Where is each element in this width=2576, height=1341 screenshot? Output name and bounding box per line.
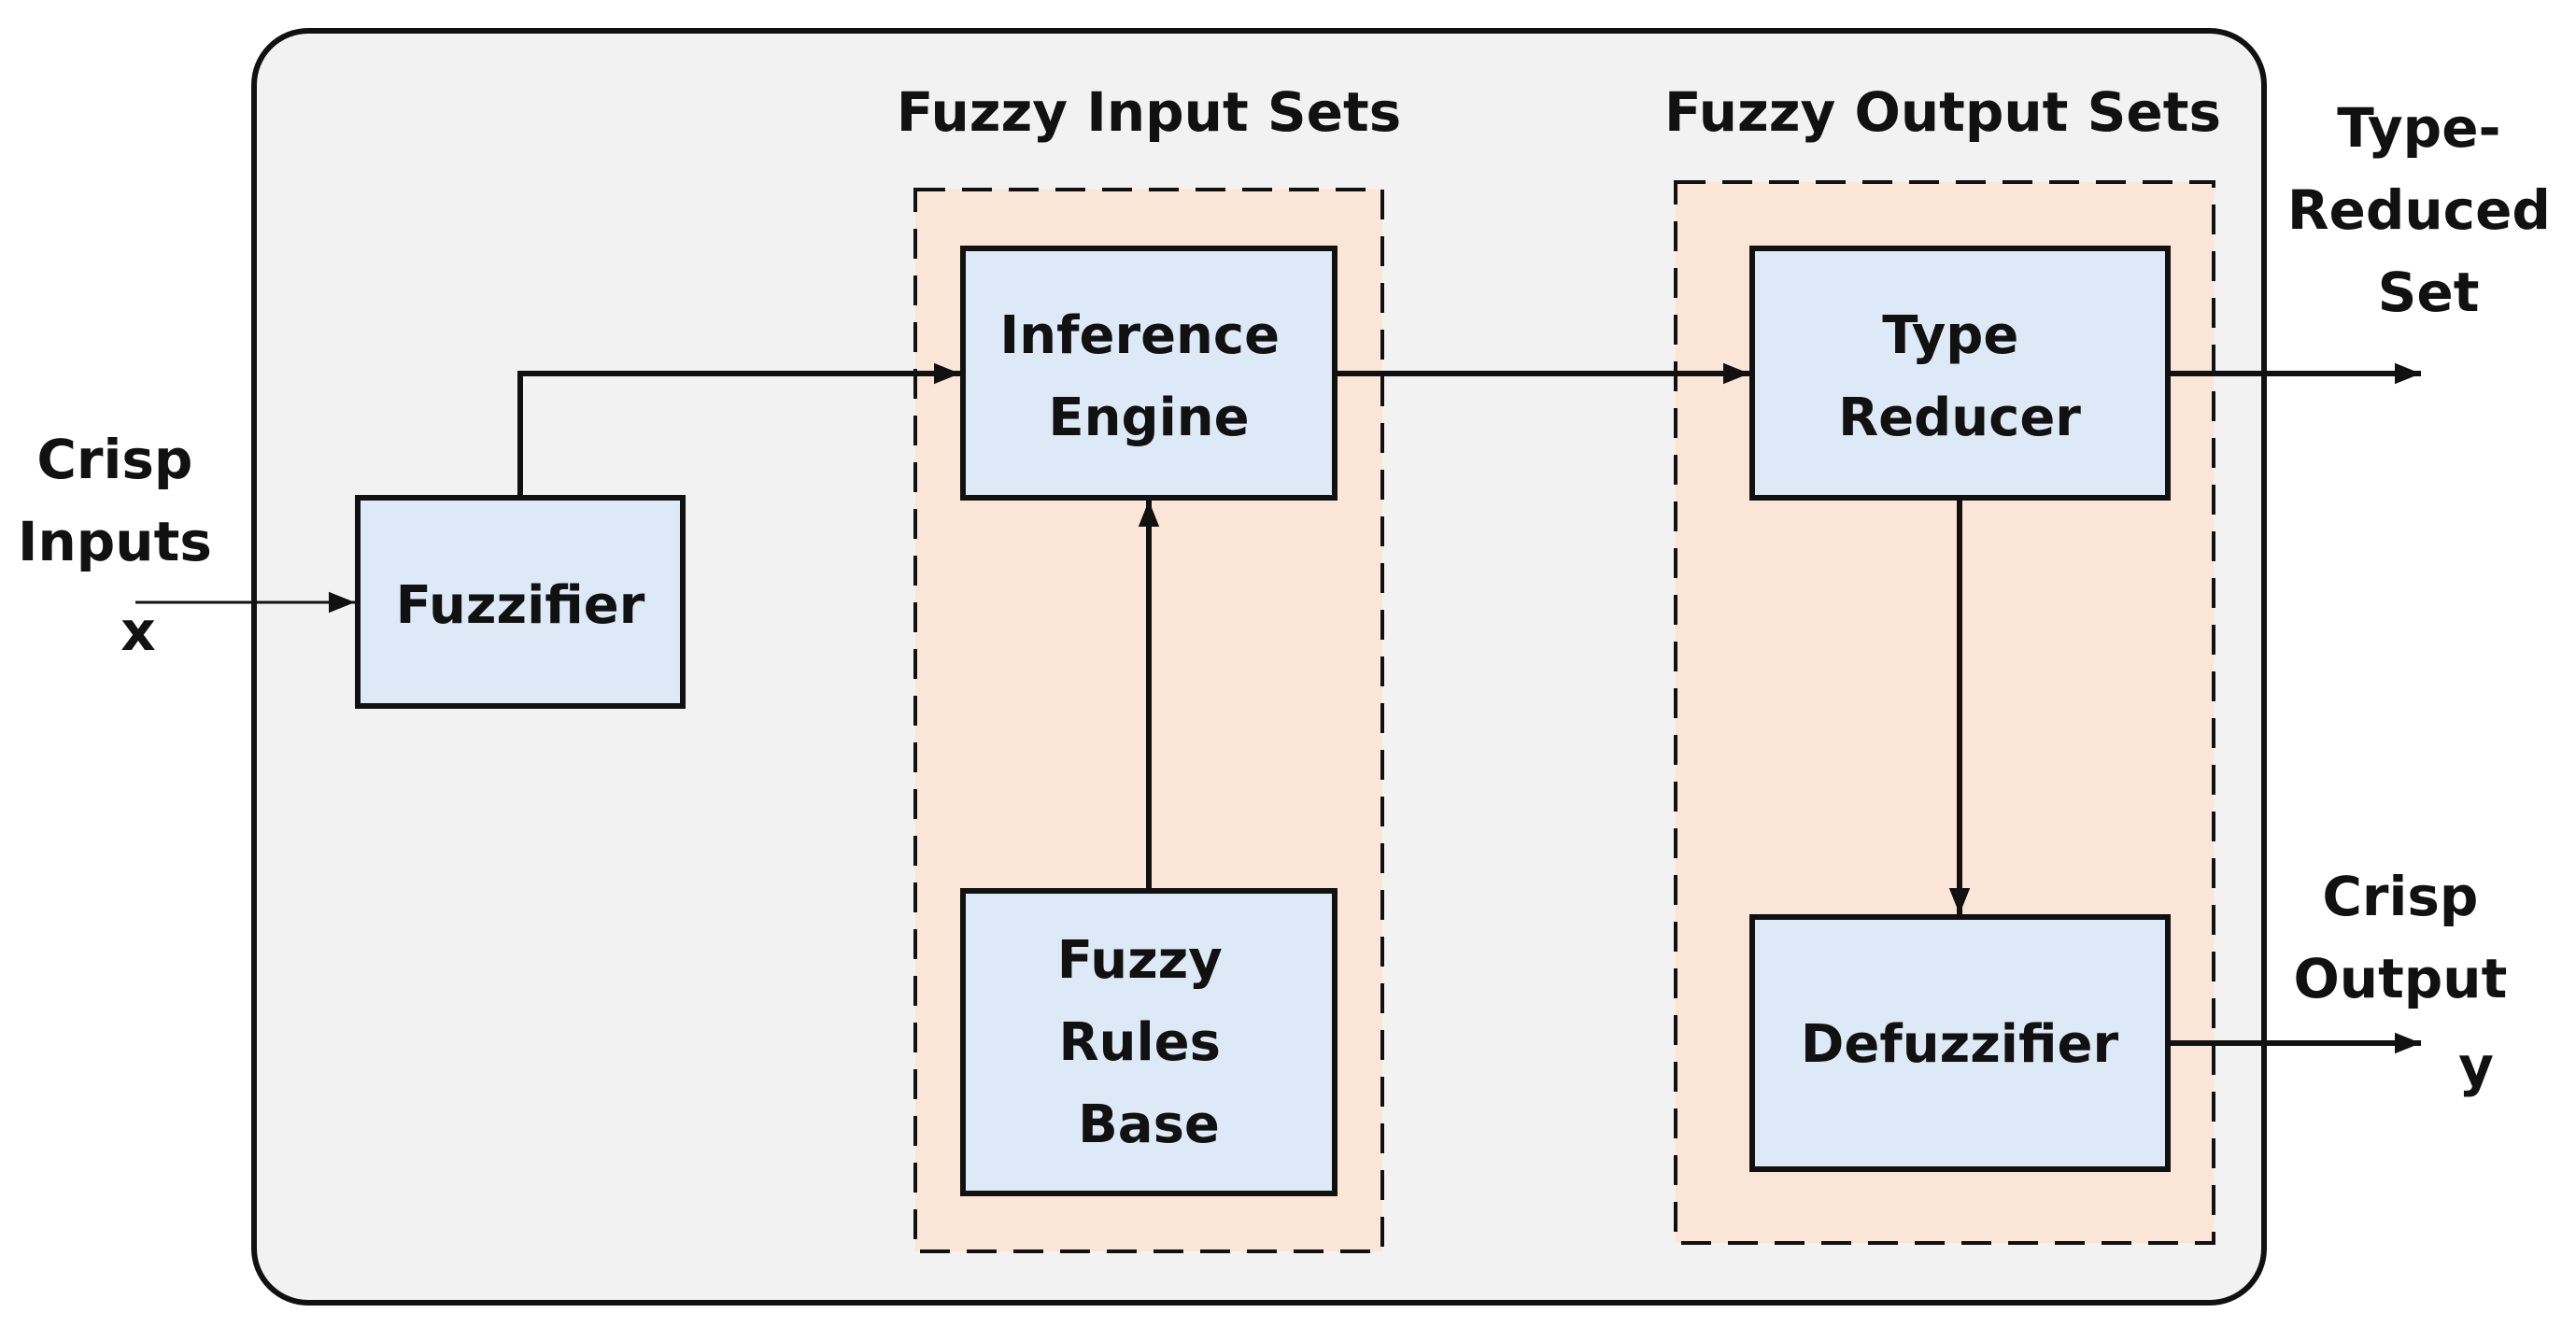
- fuzzifier-to-inference-arrow: [517, 362, 960, 498]
- type-reduced-set-label: Type- Reduced Set: [2287, 96, 2569, 324]
- fuzzifier-label: Fuzzifier: [396, 575, 645, 636]
- inference-engine-block: [960, 246, 1338, 501]
- type-reducer-block: [1749, 246, 2171, 501]
- fuzzy-rules-base-label: Fuzzy Rules Base: [1057, 930, 1241, 1155]
- type-reducer-label: Type Reducer: [1838, 305, 2081, 448]
- fuzzifier-block: [355, 495, 686, 709]
- fuzzy-rules-base-block: [960, 888, 1338, 1196]
- fuzzy-input-sets-label: Fuzzy Input Sets: [897, 80, 1402, 144]
- fuzzy-output-sets-label: Fuzzy Output Sets: [1664, 80, 2221, 144]
- crisp-inputs-label: Crisp Inputs x: [18, 428, 231, 663]
- defuzzifier-label: Defuzzifier: [1801, 1014, 2119, 1075]
- crisp-output-label: Crisp Output y: [2293, 865, 2526, 1098]
- inference-engine-label: Inference Engine: [999, 305, 1297, 448]
